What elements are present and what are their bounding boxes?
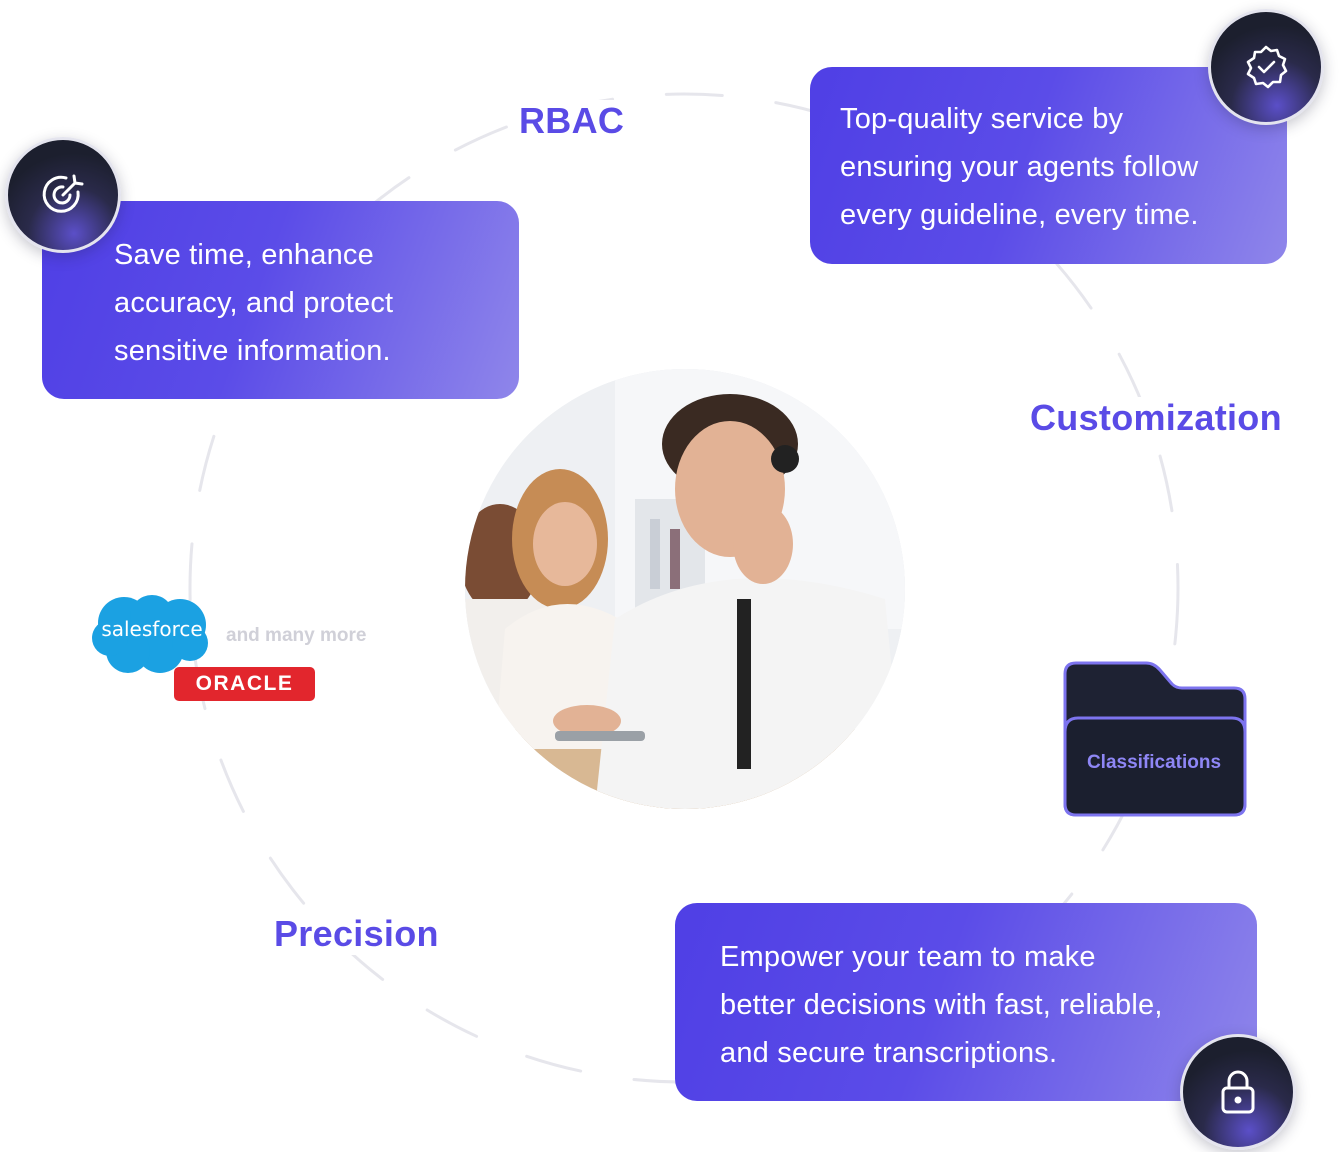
card-line: every guideline, every time. <box>840 199 1199 231</box>
folder-icon <box>1063 661 1247 817</box>
and-many-more-text: and many more <box>226 625 367 646</box>
oracle-logo: ORACLE <box>174 667 315 701</box>
save-time-card: Save time, enhance accuracy, and protect… <box>42 201 519 399</box>
card-line: Save time, enhance <box>114 239 374 271</box>
rbac-label: RBAC <box>515 100 629 142</box>
empower-card: Empower your team to make better decisio… <box>675 903 1257 1101</box>
card-line: ensuring your agents follow <box>840 151 1199 183</box>
card-line: and secure transcriptions. <box>720 1037 1058 1069</box>
card-line: accuracy, and protect <box>114 287 394 319</box>
salesforce-logo <box>92 595 208 673</box>
card-line: better decisions with fast, reliable, <box>720 989 1163 1021</box>
card-line: Empower your team to make <box>720 941 1096 973</box>
verified-check-icon <box>1208 9 1324 125</box>
precision-label: Precision <box>270 913 443 955</box>
card-line: sensitive information. <box>114 335 391 367</box>
card-line: Top-quality service by <box>840 103 1124 135</box>
classifications-label: Classifications <box>1086 752 1222 773</box>
agents-photo <box>465 369 905 809</box>
customization-label: Customization <box>1026 397 1286 439</box>
top-quality-card: Top-quality service by ensuring your age… <box>810 67 1287 264</box>
lock-icon <box>1180 1034 1296 1150</box>
salesforce-text: salesforce <box>101 617 203 641</box>
target-sparkle-icon <box>5 137 121 253</box>
